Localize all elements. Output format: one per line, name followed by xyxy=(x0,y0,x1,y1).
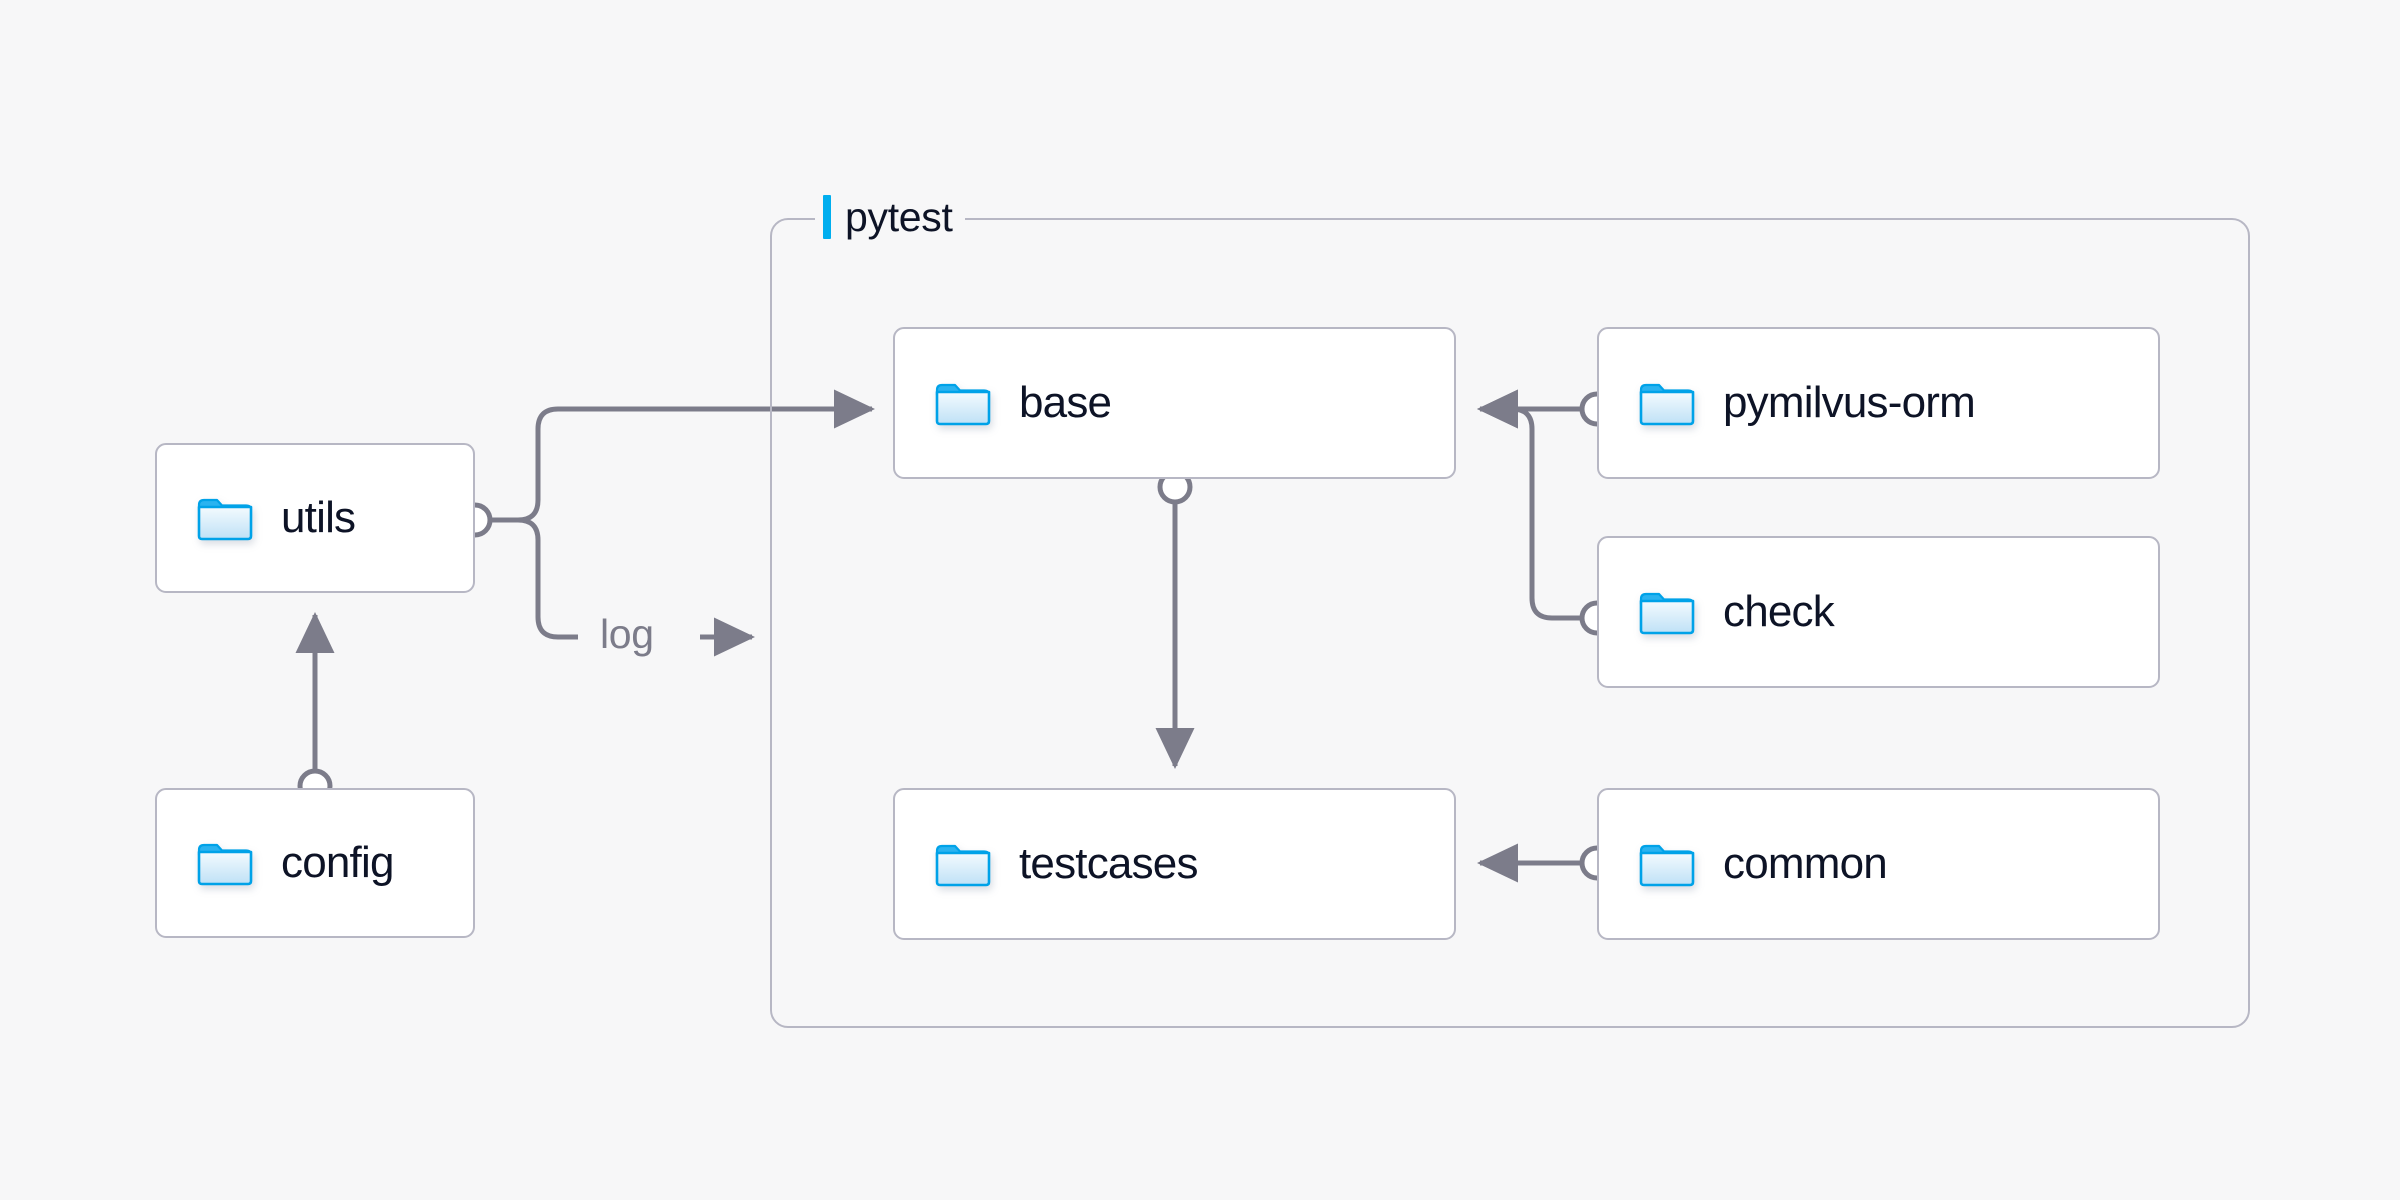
folder-icon xyxy=(935,841,991,887)
folder-icon xyxy=(1639,380,1695,426)
folder-icon xyxy=(1639,589,1695,635)
node-base-label: base xyxy=(1019,378,1112,427)
node-check[interactable]: check xyxy=(1597,536,2160,688)
node-utils[interactable]: utils xyxy=(155,443,475,593)
node-config[interactable]: config xyxy=(155,788,475,938)
edge-label-log: log xyxy=(600,611,654,657)
node-base[interactable]: base xyxy=(893,327,1456,479)
node-testcases[interactable]: testcases xyxy=(893,788,1456,940)
folder-icon xyxy=(197,495,253,541)
node-pymilvus-orm-label: pymilvus-orm xyxy=(1723,378,1976,427)
node-common[interactable]: common xyxy=(1597,788,2160,940)
node-pymilvus-orm[interactable]: pymilvus-orm xyxy=(1597,327,2160,479)
group-pytest[interactable] xyxy=(770,218,2250,1028)
node-testcases-label: testcases xyxy=(1019,839,1198,888)
folder-icon xyxy=(197,840,253,886)
group-accent-bar xyxy=(823,195,831,239)
node-check-label: check xyxy=(1723,587,1835,636)
node-utils-label: utils xyxy=(281,493,356,542)
group-pytest-label-wrap: pytest xyxy=(815,193,965,241)
group-pytest-label: pytest xyxy=(845,193,953,240)
edge-utils-log xyxy=(475,517,578,640)
folder-icon xyxy=(1639,841,1695,887)
folder-icon xyxy=(935,380,991,426)
node-config-label: config xyxy=(281,838,394,887)
node-common-label: common xyxy=(1723,839,1888,888)
